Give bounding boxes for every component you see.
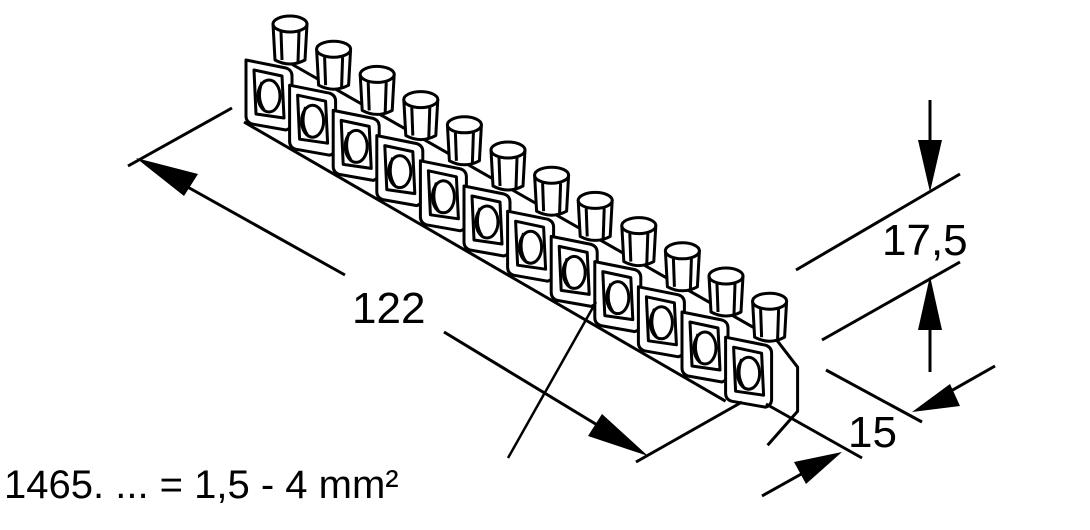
screw-edge — [688, 258, 693, 289]
terminal-block — [724, 291, 789, 409]
terminal-inner-frame — [470, 194, 504, 246]
terminal-inner-frame — [514, 219, 548, 271]
screw-top — [707, 266, 745, 286]
depth-extension-back — [825, 368, 923, 424]
screw-edge — [514, 157, 519, 189]
terminal-inner-frame — [557, 244, 591, 296]
terminal-inner-frame — [252, 68, 286, 120]
terminal-inner-frame — [732, 345, 766, 397]
terminal-inner-frame — [644, 295, 678, 347]
terminal-block — [375, 90, 440, 208]
screw-highlight — [453, 132, 458, 161]
screw-highlight — [410, 107, 415, 136]
depth-extension-front — [765, 402, 863, 460]
screw-edge — [558, 183, 563, 214]
depth-dimension — [761, 364, 996, 498]
height-arrow-top — [918, 140, 942, 192]
length-dimension — [127, 106, 743, 464]
screw-edge — [383, 82, 388, 113]
terminal-inner-frame — [383, 144, 417, 196]
height-extension-bottom — [821, 260, 961, 342]
length-extension-right — [635, 400, 743, 464]
screw-highlight — [584, 208, 589, 237]
length-extension-left — [127, 106, 233, 168]
screw-top — [358, 64, 396, 84]
screw-highlight — [366, 82, 371, 111]
terminal-hole-shading — [432, 182, 440, 212]
terminal-block — [244, 14, 309, 132]
screw-highlight — [323, 57, 328, 86]
screw-highlight — [541, 183, 546, 212]
terminal-hole-shading — [693, 333, 702, 363]
terminal-block — [288, 39, 353, 157]
screw-top — [533, 165, 571, 185]
terminal-block — [331, 64, 396, 182]
screw-edge — [601, 208, 606, 239]
terminal-hole-shading — [563, 257, 571, 288]
screw-top — [445, 115, 483, 135]
terminal-hole-shading — [257, 81, 266, 111]
height-dimension-label: 17,5 — [882, 216, 968, 265]
terminal-block — [418, 115, 483, 233]
screw-edge — [645, 233, 650, 264]
screw-highlight — [671, 258, 676, 287]
screw-highlight — [759, 309, 764, 338]
screw-edge — [732, 283, 737, 315]
screw-top — [751, 291, 789, 311]
screw-top — [489, 140, 527, 160]
height-dimension — [795, 100, 961, 372]
terminal-strip — [243, 14, 800, 447]
screw-top — [271, 14, 309, 34]
screw-edge — [427, 107, 432, 138]
length-arrow-right — [588, 414, 648, 456]
terminal-hole-shading — [345, 131, 353, 162]
depth-arrow-lower — [794, 452, 842, 484]
terminal-inner-frame — [339, 118, 373, 170]
terminal-inner-frame — [688, 320, 722, 372]
screw-edge — [776, 309, 781, 340]
terminal-hole-shading — [475, 207, 484, 237]
screw-top — [620, 216, 658, 236]
terminal-hole-shading — [519, 232, 527, 263]
terminal-hole-shading — [301, 106, 309, 137]
depth-arrow-upper — [912, 384, 960, 412]
terminal-block — [506, 165, 571, 283]
terminal-hole-shading — [606, 283, 615, 313]
screw-edge — [470, 132, 475, 163]
screw-highlight — [628, 233, 633, 262]
terminal-block — [549, 190, 614, 308]
terminal-block — [593, 216, 658, 334]
screw-top — [315, 39, 353, 59]
terminal-block — [636, 241, 701, 359]
terminal-hole-shading — [388, 157, 397, 187]
height-extension-top — [795, 172, 961, 272]
screw-highlight — [497, 157, 502, 187]
terminal-hole-shading — [737, 358, 745, 389]
depth-dimension-label: 15 — [848, 408, 897, 457]
terminal-inner-frame — [426, 169, 460, 221]
height-arrow-bottom — [918, 276, 942, 330]
screw-highlight — [715, 283, 720, 313]
screw-highlight — [279, 31, 284, 61]
terminal-inner-frame — [296, 93, 330, 145]
length-dim-line-right — [443, 330, 623, 442]
screw-edge — [296, 31, 301, 63]
strip-bottom-edge — [243, 120, 727, 403]
screw-top — [402, 90, 440, 110]
terminal-inner-frame — [601, 270, 635, 322]
length-arrow-left — [136, 158, 198, 196]
terminal-frame — [724, 335, 774, 409]
length-dimension-label: 122 — [352, 284, 425, 333]
terminal-hole-shading — [650, 308, 658, 338]
screw-top — [576, 190, 614, 210]
screw-top — [663, 241, 701, 261]
screw-edge — [340, 57, 345, 88]
strip-back-rail — [287, 60, 800, 447]
part-number-note: 1465. ... = 1,5 - 4 mm² — [4, 463, 399, 507]
note-leader-line — [506, 301, 598, 459]
